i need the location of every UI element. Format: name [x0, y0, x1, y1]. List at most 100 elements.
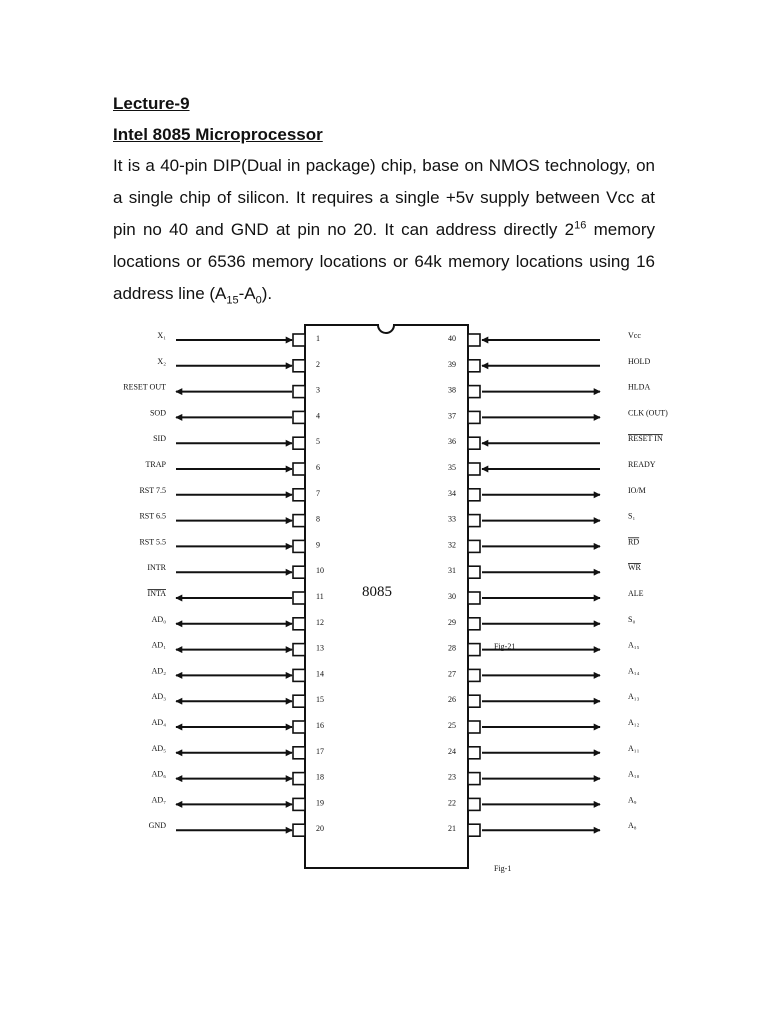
left-pin-number-10: 10: [316, 566, 324, 575]
right-pin-box-36: [467, 436, 481, 451]
right-pin-number-29: 29: [448, 618, 456, 627]
left-pin-box-7: [292, 487, 306, 502]
left-pin-box-1: [292, 333, 306, 347]
left-pin-number-9: 9: [316, 540, 320, 549]
right-pin-label-38: HLDA: [628, 383, 650, 392]
fig-label-21: Fig-21: [494, 642, 515, 651]
right-pin-box-38: [467, 384, 481, 399]
left-pin-number-20: 20: [316, 824, 324, 833]
left-pin-label-11: INTA: [148, 589, 167, 598]
para-exponent: 16: [574, 219, 587, 232]
left-pin-number-18: 18: [316, 773, 324, 782]
left-pin-number-3: 3: [316, 386, 320, 395]
left-pin-box-16: [292, 720, 306, 734]
left-pin-box-4: [292, 410, 306, 425]
left-pin-box-15: [292, 694, 306, 709]
right-pin-label-39: HOLD: [628, 357, 650, 366]
left-pin-box-6: [292, 462, 306, 476]
right-pin-number-22: 22: [448, 798, 456, 807]
right-pin-label-25: A₁₂: [628, 718, 640, 727]
para-dash: -A: [238, 284, 256, 303]
right-pin-box-30: [467, 591, 481, 605]
left-pin-number-12: 12: [316, 618, 324, 627]
left-pin-number-17: 17: [316, 747, 324, 756]
right-pin-number-21: 21: [448, 824, 456, 833]
right-pin-box-29: [467, 616, 481, 631]
right-pin-label-23: A₁₀: [628, 770, 640, 779]
right-pin-number-39: 39: [448, 360, 456, 369]
right-pin-box-25: [467, 720, 481, 734]
right-pin-box-35: [467, 462, 481, 476]
right-pin-label-33: S₁: [628, 512, 635, 521]
right-pin-label-26: A₁₃: [628, 692, 640, 701]
right-pin-number-33: 33: [448, 515, 456, 524]
left-pin-box-5: [292, 436, 306, 451]
left-pin-label-9: RST 5.5: [139, 537, 166, 546]
left-pin-box-13: [292, 642, 306, 657]
left-pin-box-20: [292, 823, 306, 838]
right-pin-number-31: 31: [448, 566, 456, 575]
right-pin-label-21: A₈: [628, 821, 637, 830]
left-pin-label-14: AD₂: [152, 666, 167, 675]
right-pin-label-40: Vcc: [628, 331, 641, 340]
right-pin-label-31: WR: [628, 563, 642, 572]
left-pin-number-19: 19: [316, 798, 324, 807]
right-pin-label-28: A₁₅: [628, 641, 640, 650]
right-pin-box-23: [467, 771, 481, 786]
left-pin-label-6: TRAP: [146, 460, 167, 469]
right-pin-box-21: [467, 823, 481, 838]
right-pin-number-27: 27: [448, 669, 456, 678]
left-pin-number-4: 4: [316, 411, 320, 420]
right-pin-number-26: 26: [448, 695, 456, 704]
left-pin-box-12: [292, 616, 306, 631]
right-pin-label-37: CLK (OUT): [628, 408, 668, 417]
left-pin-number-6: 6: [316, 463, 320, 472]
right-pin-label-35: READY: [628, 460, 656, 469]
right-pin-box-37: [467, 410, 481, 425]
right-pin-box-40: [467, 333, 481, 347]
left-pin-label-18: AD₆: [152, 770, 167, 779]
left-pin-number-8: 8: [316, 515, 320, 524]
left-pin-number-5: 5: [316, 437, 320, 446]
left-pin-number-1: 1: [316, 334, 320, 343]
chip-label: 8085: [362, 584, 392, 600]
left-pin-label-19: AD₇: [152, 795, 167, 804]
right-pin-box-34: [467, 487, 481, 502]
left-pin-label-15: AD₃: [152, 692, 167, 701]
right-pin-box-28: [467, 642, 481, 657]
right-pin-box-22: [467, 797, 481, 812]
right-pin-number-35: 35: [448, 463, 456, 472]
left-pin-number-13: 13: [316, 644, 324, 653]
left-pin-label-13: AD₁: [152, 641, 167, 650]
left-pin-number-2: 2: [316, 360, 320, 369]
right-pin-label-24: A₁₁: [628, 744, 640, 753]
left-pin-box-9: [292, 539, 306, 554]
right-pin-box-32: [467, 539, 481, 554]
left-pin-box-3: [292, 384, 306, 399]
right-pin-number-34: 34: [448, 489, 456, 498]
right-pin-number-28: 28: [448, 644, 456, 653]
right-pin-label-34: IO/M: [628, 486, 646, 495]
para-end: ).: [261, 284, 273, 303]
para-sub-2: 0: [255, 294, 262, 307]
left-pin-label-17: AD₅: [152, 744, 167, 753]
left-pin-box-19: [292, 797, 306, 812]
left-pin-number-15: 15: [316, 695, 324, 704]
para-text-2: memory locations or 6536 memory location…: [113, 220, 655, 303]
intro-paragraph: It is a 40-pin DIP(Dual in package) chip…: [113, 150, 655, 310]
right-pin-number-25: 25: [448, 721, 456, 730]
left-pin-number-11: 11: [316, 592, 324, 601]
right-pin-box-39: [467, 358, 481, 373]
fig-label-1: Fig-1: [494, 864, 511, 873]
right-pin-label-30: ALE: [628, 589, 644, 598]
left-pin-number-7: 7: [316, 489, 320, 498]
right-pin-label-32: RD: [628, 537, 639, 546]
left-pin-label-2: X₂: [157, 357, 166, 366]
left-pin-label-8: RST 6.5: [139, 512, 166, 521]
right-pin-number-30: 30: [448, 592, 456, 601]
para-text-1: It is a 40-pin DIP(Dual in package) chip…: [113, 156, 655, 239]
right-pin-number-24: 24: [448, 747, 456, 756]
right-pin-label-36: RESET IN: [628, 434, 663, 443]
left-pin-label-7: RST 7.5: [139, 486, 166, 495]
left-pin-box-10: [292, 565, 306, 580]
